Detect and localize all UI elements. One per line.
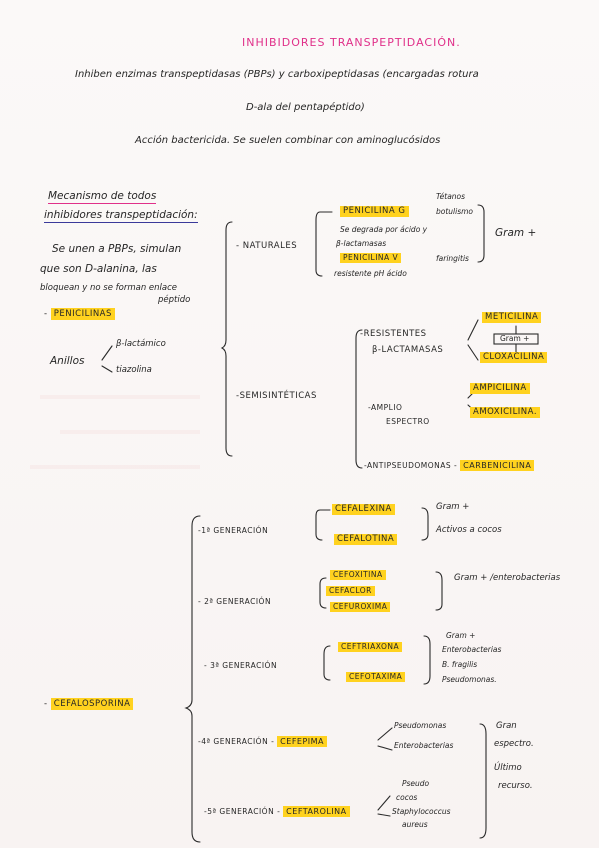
gen2-drug-cefaclor: CEFACLOR (326, 586, 375, 596)
amplio-espectro-label-2: ESPECTRO (386, 417, 430, 426)
penicilina-v: PENICILINA V (340, 253, 402, 263)
meticilina-gram-box: Gram + (500, 334, 530, 343)
amplio-espectro-label-1: -AMPLIO (368, 403, 403, 412)
bleed-mark (40, 395, 200, 399)
gen4-drug-cefepima: CEFEPIMA (277, 736, 328, 747)
broad-note-recurso: recurso. (498, 781, 533, 791)
mechanism-heading-1: Mecanismo de todos (48, 190, 157, 204)
gen5-note-cocos: cocos (396, 793, 418, 802)
gen4-label: -4ª GENERACIÓN - CEFEPIMA (198, 736, 328, 747)
anillo-tiazolina: tiazolina (116, 365, 152, 375)
broad-note-ultimo: Último (494, 763, 522, 773)
naturales-gram-note: Gram + (495, 227, 537, 239)
naturales-label: - NATURALES (236, 241, 298, 251)
meticilina: METICILINA (482, 312, 542, 323)
mechanism-text-1: Se unen a PBPs, simulan (52, 243, 182, 255)
gen4-note-pseudomonas: Pseudomonas (394, 721, 447, 730)
anillo-betalactamico: β-lactámico (116, 339, 166, 349)
cefalosporina-label: - CEFALOSPORINA (44, 698, 134, 710)
bleed-mark (60, 430, 200, 434)
penicilina-g: PENICILINA G (340, 206, 409, 217)
page-title: INHIBIDORES TRANSPEPTIDACIÓN. (242, 36, 461, 49)
gen2-drug-cefoxitina: CEFOXITINA (330, 570, 386, 580)
gen5-note-pseudo: Pseudo (402, 779, 430, 788)
gen1-note-cocos: Activos a cocos (436, 525, 502, 535)
penicilina-v-note: faringitis (436, 254, 469, 263)
gen1-note-gram: Gram + (436, 502, 470, 512)
mechanism-heading-2: inhibidores transpeptidación: (44, 209, 198, 223)
amoxicilina: AMOXICILINA. (470, 407, 541, 418)
ampicilina: AMPICILINA (470, 383, 530, 394)
gen1-drug-cefalotina: CEFALOTINA (334, 534, 398, 545)
gen5-note-aureus: aureus (402, 820, 428, 829)
anillos-label: Anillos (50, 355, 85, 367)
degradation-note-1: Se degrada por ácido y (340, 225, 428, 234)
gen5-drug-ceftarolina: CEFTAROLINA (283, 806, 350, 817)
carbenicilina: CARBENICILINA (460, 460, 535, 471)
cloxacilina: CLOXACILINA (480, 352, 548, 363)
semisinteticas-label: -SEMISINTÉTICAS (236, 391, 317, 401)
bleed-mark (30, 465, 200, 469)
mechanism-text-4: péptido (158, 295, 191, 305)
gen4-note-enterobacterias: Enterobacterias (394, 741, 454, 750)
gen2-note: Gram + /enterobacterias (454, 573, 561, 583)
gen3-note-fragilis: B. fragilis (442, 660, 478, 669)
gen2-label: - 2ª GENERACIÓN (198, 597, 272, 606)
broad-note-espectro: espectro. (494, 739, 534, 749)
resistentes-label-2: β-LACTAMASAS (372, 345, 444, 355)
gen1-drug-cefalexina: CEFALEXINA (332, 504, 395, 515)
gen3-note-gram: Gram + (446, 631, 476, 640)
penicilina-v-ph-note: resistente pH ácido (334, 269, 407, 278)
gen3-note-enterobacterias: Enterobacterias (442, 645, 502, 654)
gen3-label: - 3ª GENERACIÓN (204, 661, 278, 670)
penicilina-g-note-botulismo: botulismo (436, 207, 474, 216)
gen1-label: -1ª GENERACIÓN (198, 526, 269, 535)
degradation-note-2: β-lactamasas (336, 239, 387, 248)
gen2-drug-cefuroxima: CEFUROXIMA (330, 602, 391, 612)
resistentes-label-1: -RESISTENTES (360, 329, 427, 339)
broad-note-gran: Gran (496, 721, 517, 731)
penicilina-g-note-tetanos: Tétanos (436, 192, 466, 201)
gen3-drug-cefotaxima: CEFOTAXIMA (346, 672, 406, 682)
gen3-drug-ceftriaxona: CEFTRIAXONA (338, 642, 403, 652)
gen5-note-staphylococcus: Staphylococcus (392, 807, 451, 816)
mechanism-text-3: bloquean y no se forman enlace (40, 283, 178, 293)
penicilinas-label: - PENICILINAS (44, 308, 115, 320)
description-line-2: D-ala del pentapéptido) (246, 102, 365, 113)
mechanism-text-2: que son D-alanina, las (40, 263, 157, 275)
description-line-3: Acción bactericida. Se suelen combinar c… (135, 135, 441, 146)
gen5-label: -5ª GENERACIÓN - CEFTAROLINA (204, 806, 350, 817)
antipseudomonas-label: -ANTIPSEUDOMONAS - CARBENICILINA (364, 460, 535, 471)
gen3-note-pseudomonas: Pseudomonas. (442, 675, 497, 684)
description-line-1: Inhiben enzimas transpeptidasas (PBPs) y… (75, 69, 479, 80)
